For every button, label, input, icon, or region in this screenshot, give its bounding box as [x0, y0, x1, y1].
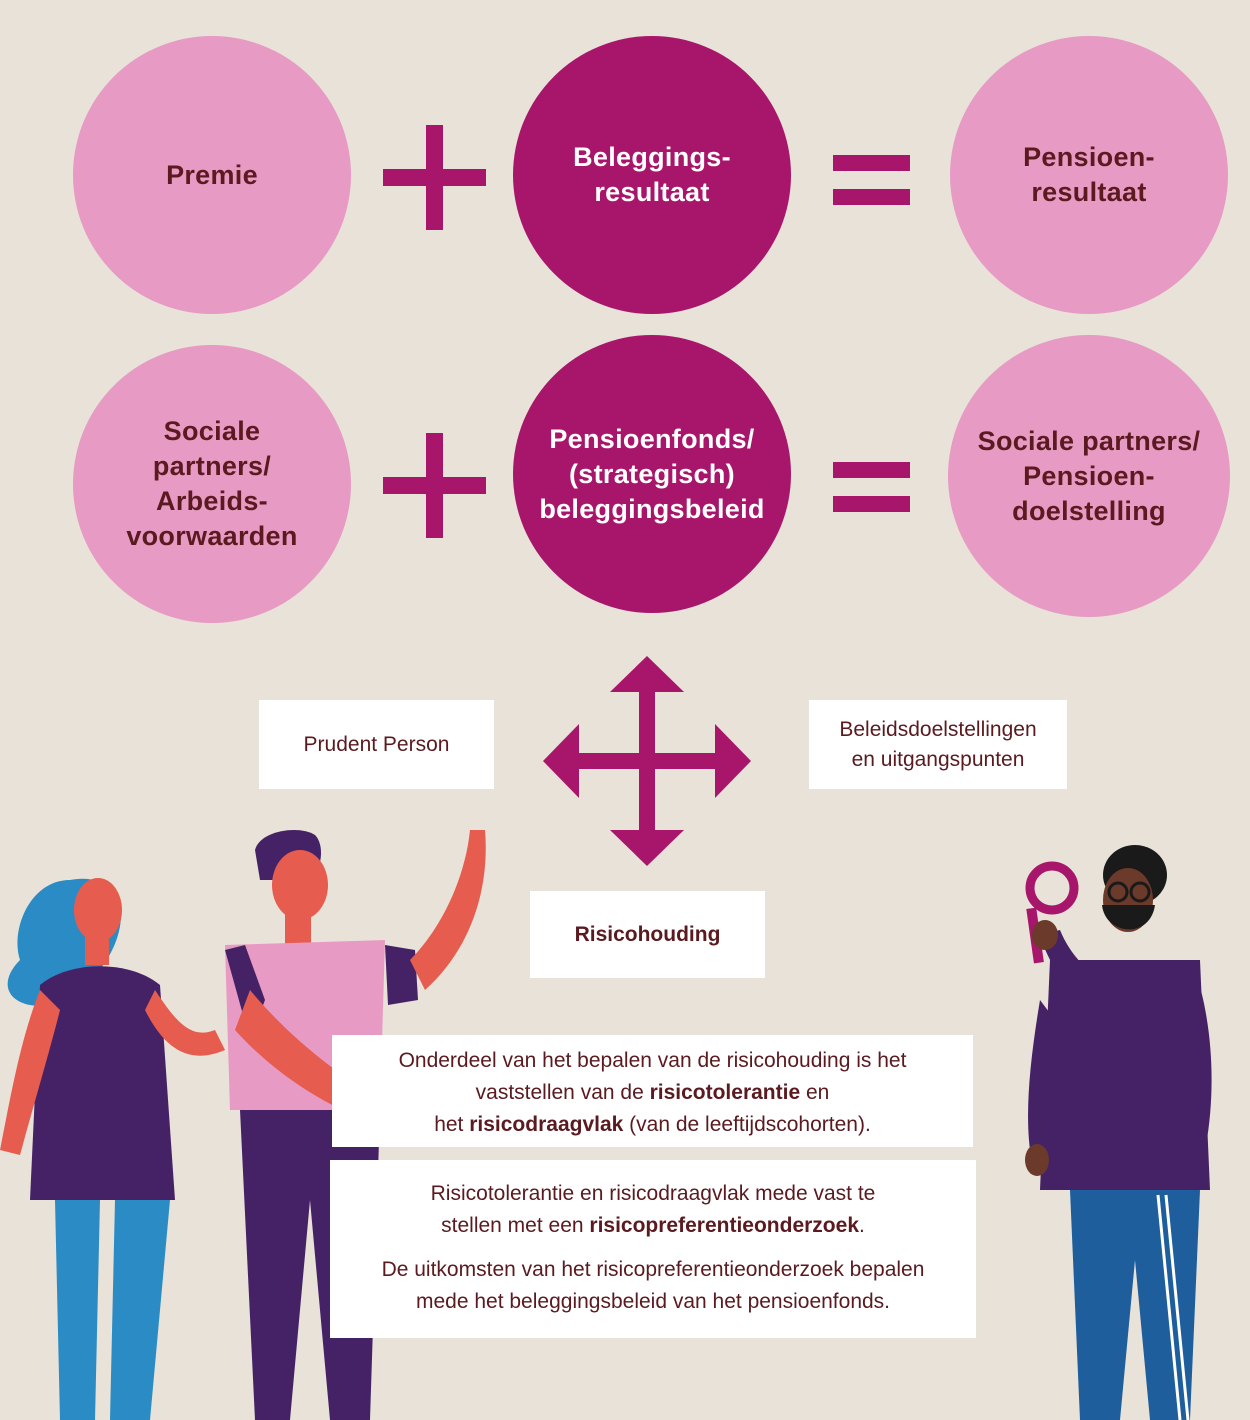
plus-icon — [383, 125, 486, 230]
risicopreferentieonderzoek-term: risicopreferentieonderzoek — [589, 1214, 859, 1237]
info-box-risicohouding: Onderdeel van het bepalen van de risicoh… — [332, 1035, 973, 1147]
circle-pensioenresultaat: Pensioen- resultaat — [950, 36, 1228, 314]
risicohouding-box: Risicohouding — [530, 891, 765, 978]
info1-line3-post: (van de leeftijdscohorten). — [623, 1113, 871, 1136]
info-box-risicopreferentie: Risicotolerantie en risicodraagvlak mede… — [330, 1160, 976, 1338]
info2-line3: De uitkomsten van het risicopreferentieo… — [381, 1258, 925, 1281]
circle-sociale-partners-arbeidsvoorwaarden: Sociale partners/ Arbeids- voorwaarden — [73, 345, 351, 623]
risicotolerantie-term: risicotolerantie — [649, 1081, 801, 1104]
info2-line2-post: . — [859, 1214, 865, 1237]
plus-icon — [383, 433, 486, 538]
info2-line1: Risicotolerantie en risicodraagvlak mede… — [430, 1182, 876, 1205]
risicodraagvlak-term: risicodraagvlak — [469, 1113, 624, 1136]
circle-premie: Premie — [73, 36, 351, 314]
circle-pensioendoelstelling: Sociale partners/ Pensioen- doelstelling — [948, 335, 1230, 617]
equals-icon — [833, 155, 910, 205]
woman-figure — [0, 878, 225, 1420]
info2-line2-pre: stellen met een — [441, 1214, 590, 1237]
four-way-arrow-icon — [543, 656, 751, 866]
info2-line4: mede het beleggingsbeleid van het pensio… — [415, 1290, 891, 1313]
info1-line3-pre: het — [434, 1113, 470, 1136]
beleidsdoelstellingen-box: Beleidsdoelstellingen en uitgangspunten — [809, 700, 1067, 789]
info1-line1: Onderdeel van het bepalen van de risicoh… — [398, 1049, 907, 1072]
prudent-person-box: Prudent Person — [259, 700, 494, 789]
observer-figure — [1025, 845, 1212, 1420]
circle-beleggingsbeleid: Pensioenfonds/ (strategisch) beleggingsb… — [513, 335, 791, 613]
info1-line2-pre: vaststellen van de — [475, 1081, 650, 1104]
equals-icon — [833, 462, 910, 512]
circle-beleggingsresultaat: Beleggings- resultaat — [513, 36, 791, 314]
info1-line2-post: en — [800, 1081, 830, 1104]
